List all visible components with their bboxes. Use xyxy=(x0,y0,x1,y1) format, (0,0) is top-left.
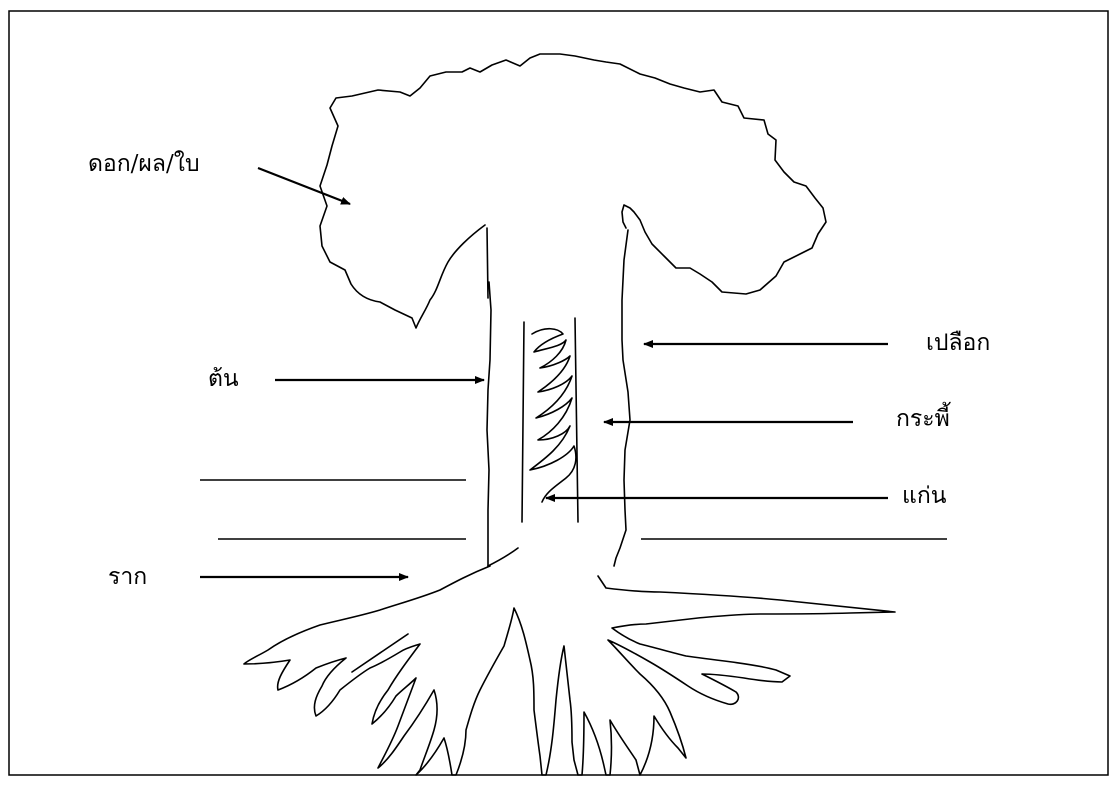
label-bark: เปลือก xyxy=(926,330,991,356)
heartwood-pattern xyxy=(529,327,577,503)
canopy-outline xyxy=(319,53,827,329)
trunk-left-outline xyxy=(486,227,492,567)
sapwood-left-line xyxy=(521,321,525,523)
sapwood-right-line xyxy=(574,317,579,523)
diagram-frame xyxy=(8,10,1109,776)
label-heartwood: แก่น xyxy=(902,483,947,509)
label-root: ราก xyxy=(108,564,148,590)
label-flower-fruit-leaf: ดอก/ผล/ใบ xyxy=(88,151,200,177)
root-inner-line xyxy=(351,633,409,673)
arrow-flower-fruit-leaf xyxy=(257,166,351,206)
label-stem: ต้น xyxy=(208,366,239,392)
trunk-right-outline xyxy=(613,229,631,567)
label-sapwood: กระพี้ xyxy=(896,406,950,432)
roots-outline xyxy=(243,565,896,776)
trunk-base xyxy=(487,547,519,567)
